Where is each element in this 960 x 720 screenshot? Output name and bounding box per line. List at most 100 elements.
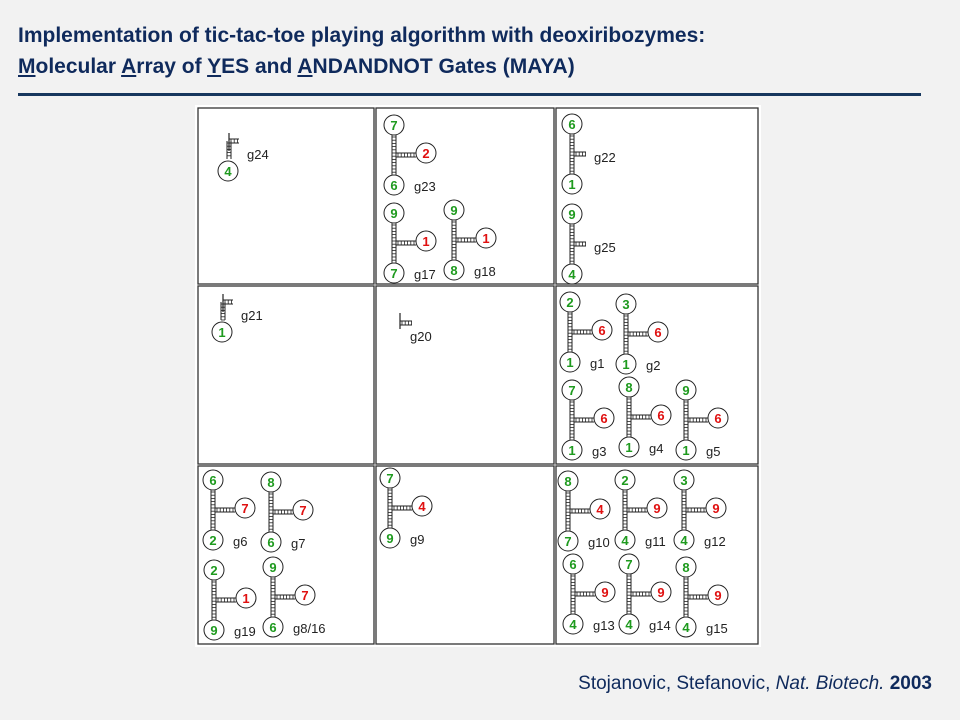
input-node [202,529,224,551]
gate-label: g25 [594,240,616,255]
input-label: 2 [621,473,628,488]
citation-authors: Stojanovic, Stefanovic, [578,673,776,694]
input-label: 9 [386,531,393,546]
gate-label: g22 [594,150,616,165]
gate-label: g4 [649,441,663,456]
gate-label: g14 [649,618,671,633]
title-line-2-part: A [297,55,313,78]
input-node [675,616,697,638]
input-label: 1 [242,591,249,606]
input-label: 2 [566,295,573,310]
gate-label: g17 [414,267,436,282]
title-line-2-part: olecular [35,55,122,78]
board-cell-9 [555,465,759,645]
board-cell-1 [197,107,375,285]
title-line-2-part: NDANDNOT Gates (MAYA) [312,55,575,78]
title-line-2-part: rray of [136,55,208,78]
citation-journal: Nat. Biotech. [775,673,885,694]
board-cell-2 [375,107,555,285]
input-node [292,499,314,521]
title-line-2-part: ES and [221,55,298,78]
gate-label: g21 [241,308,263,323]
board-cell-7 [197,465,375,645]
input-label: 9 [390,206,397,221]
input-label: 7 [564,534,571,549]
title-divider [18,93,921,96]
gate-label: g15 [706,621,728,636]
input-node [294,584,316,606]
input-label: 7 [625,557,632,572]
input-label: 1 [625,440,632,455]
input-node [260,531,282,553]
input-label: 9 [269,560,276,575]
input-label: 8 [450,263,457,278]
input-label: 7 [241,501,248,516]
gate-label: g10 [588,535,610,550]
input-node [415,142,437,164]
input-label: 1 [422,234,429,249]
input-label: 1 [622,357,629,372]
gate-g20: g20 [399,313,432,344]
gate-label: g13 [593,618,615,633]
input-node [202,469,224,491]
input-node [673,469,695,491]
title-line-2-part: Y [207,55,222,78]
gate-label: g8/16 [293,621,326,636]
input-label: 6 [390,178,397,193]
input-node [379,527,401,549]
gate-label: g20 [410,329,432,344]
gate-label: g23 [414,179,436,194]
input-node [650,404,672,426]
input-label: 4 [596,502,604,517]
input-label: 2 [422,146,429,161]
input-label: 6 [267,535,274,550]
input-node [618,436,640,458]
board-cell-3 [555,107,759,285]
input-node [557,470,579,492]
input-node [443,259,465,281]
input-node [235,587,257,609]
input-node [383,202,405,224]
input-label: 3 [622,297,629,312]
input-node [614,529,636,551]
input-node [262,616,284,638]
input-node [673,529,695,551]
gate-label: g5 [706,444,720,459]
input-node [561,203,583,225]
input-node [615,293,637,315]
gate-label: g19 [234,624,256,639]
gate-label: g7 [291,536,305,551]
gate-label: g3 [592,444,606,459]
gate-label: g9 [410,532,424,547]
input-node [561,379,583,401]
input-node [562,553,584,575]
input-label: 4 [625,617,633,632]
input-node [411,495,433,517]
input-label: 6 [569,557,576,572]
input-node [415,230,437,252]
input-node [559,291,581,313]
gate-label: g6 [233,534,247,549]
input-label: 1 [218,325,225,340]
input-label: 9 [657,585,664,600]
board-cell-4 [197,285,375,465]
input-label: 1 [568,443,575,458]
input-label: 8 [267,475,274,490]
title-line-2-part: M [18,55,36,78]
input-label: 9 [682,383,689,398]
input-label: 6 [654,325,661,340]
gate-label: g12 [704,534,726,549]
input-label: 9 [714,588,721,603]
input-node [646,497,668,519]
input-node [475,227,497,249]
input-label: 7 [386,471,393,486]
title-line-1: Implementation of tic-tac-toe playing al… [18,24,706,47]
input-label: 4 [568,267,576,282]
